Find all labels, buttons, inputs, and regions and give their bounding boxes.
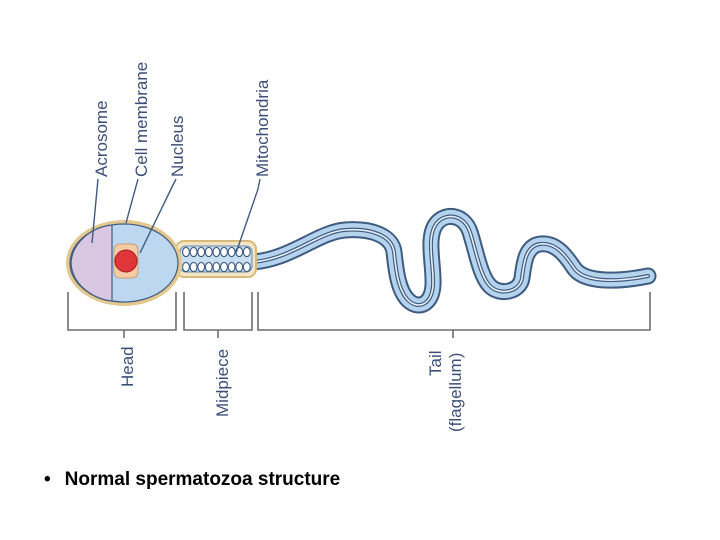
label-acrosome: Acrosome bbox=[92, 100, 111, 177]
bracket-tail bbox=[257, 292, 651, 331]
mitochondrion-coil bbox=[227, 261, 236, 273]
mitochondrion-coil bbox=[220, 261, 228, 273]
leader-lines bbox=[91, 178, 261, 254]
mitochondrion-coil bbox=[212, 261, 221, 273]
mitochondria-coils bbox=[182, 246, 251, 273]
label-midpiece: Midpiece bbox=[213, 349, 232, 417]
mitochondrion-coil bbox=[182, 246, 190, 258]
label-cell-membrane: Cell membrane bbox=[132, 62, 151, 177]
region-brackets bbox=[67, 292, 651, 338]
bracket-head bbox=[67, 292, 177, 331]
mitochondrion-coil bbox=[242, 261, 251, 273]
acrosome-cap bbox=[70, 224, 113, 302]
caption: • Normal spermatozoa structure bbox=[44, 469, 340, 491]
label-tail: Tail bbox=[426, 350, 445, 376]
mitochondrion-coil bbox=[220, 246, 228, 258]
mitochondrion-coil bbox=[189, 261, 198, 273]
mitochondrion-coil bbox=[235, 261, 244, 273]
mitochondrion-coil bbox=[189, 246, 198, 258]
mitochondrion-coil bbox=[212, 246, 221, 258]
chromatin bbox=[114, 249, 138, 273]
caption-text: Normal spermatozoa structure bbox=[64, 469, 341, 490]
sperm-head bbox=[66, 220, 182, 306]
mitochondrion-coil bbox=[227, 246, 236, 258]
mitochondrion-coil bbox=[242, 246, 251, 258]
mitochondrion-coil bbox=[197, 246, 206, 258]
mitochondrion-coil bbox=[204, 246, 213, 258]
label-mitochondria: Mitochondria bbox=[253, 79, 272, 177]
bullet-icon: • bbox=[44, 469, 51, 490]
tail-flagellum bbox=[243, 208, 657, 314]
mitochondrion-coil bbox=[197, 261, 206, 273]
mitochondrion-coil bbox=[204, 261, 213, 273]
mitochondrion-coil bbox=[182, 261, 190, 273]
label-nucleus: Nucleus bbox=[168, 116, 187, 177]
label-head: Head bbox=[118, 346, 137, 387]
bracket-midpiece bbox=[183, 292, 253, 331]
label-tail-flagellum: (flagellum) bbox=[446, 353, 465, 432]
